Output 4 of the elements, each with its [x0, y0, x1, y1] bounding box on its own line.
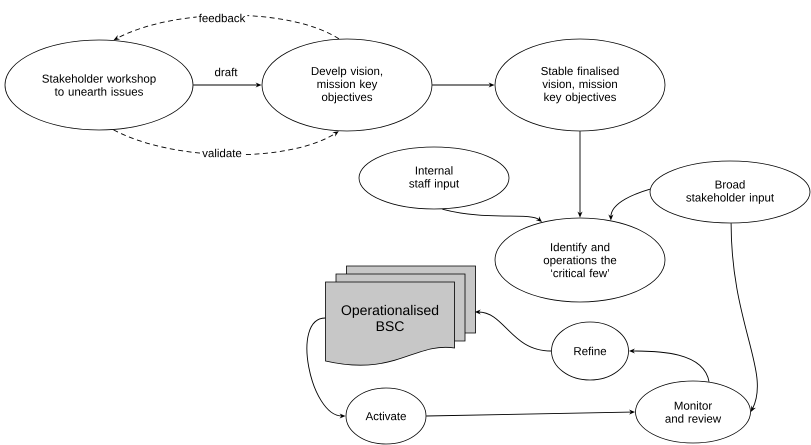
- edge-label: feedback: [196, 12, 248, 24]
- edge-label: validate: [200, 146, 244, 160]
- edge-label: draft: [212, 66, 240, 78]
- document-stack: Operationalised BSC: [325, 266, 476, 366]
